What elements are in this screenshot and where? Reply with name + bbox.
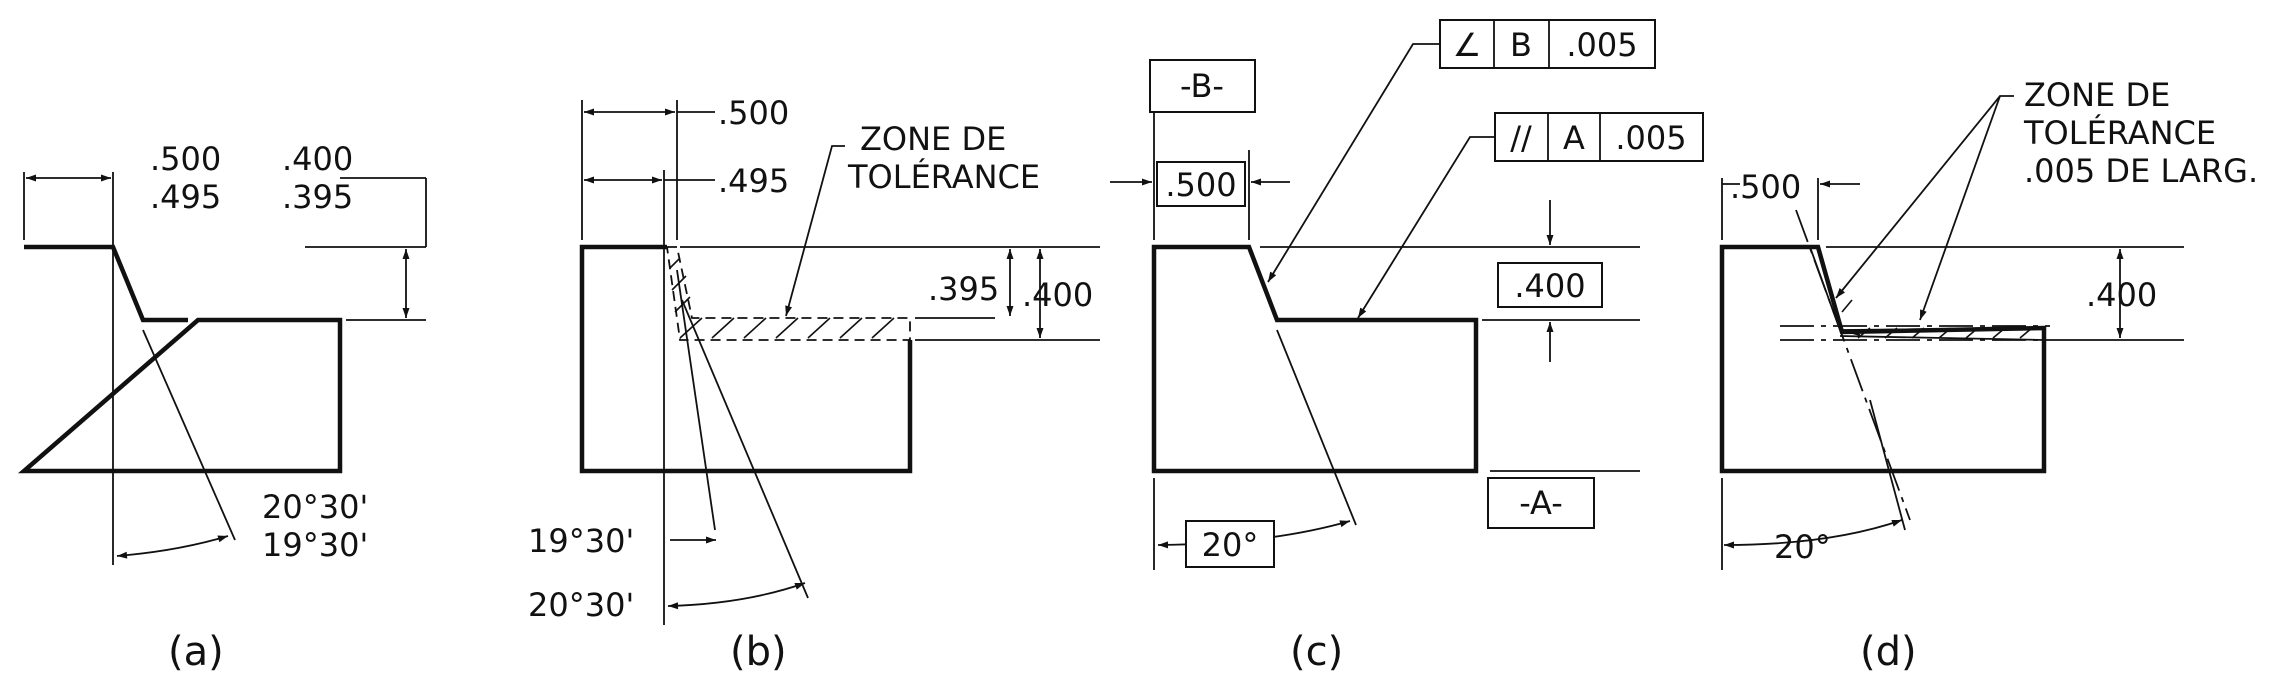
slope-extension-line: [1276, 329, 1357, 526]
zone-leader: [785, 145, 845, 317]
zone-label-line1: ZONE DE: [2024, 76, 2170, 114]
basic-angle-box: [1185, 520, 1275, 568]
tolerance-zone-hatching: [669, 257, 895, 339]
datum-a-label: -A-: [1519, 484, 1563, 522]
fcf-angularity-tolerance: .005: [1566, 26, 1637, 64]
panel-b: .500 .495 ZONE DE TOLÉRANCE .395 .400 19…: [528, 94, 1100, 675]
basic-width-box: [1156, 161, 1246, 207]
caption-a: (a): [168, 629, 224, 675]
angle-lower: 19°30': [262, 526, 368, 564]
zone-label-line3: .005 DE LARG.: [2024, 152, 2258, 190]
angle-max-arc: [667, 582, 806, 610]
part-outline-c: [1151, 244, 1479, 474]
dim-inner: .495: [718, 162, 789, 200]
fcf-angularity-datum: B: [1510, 26, 1532, 64]
part-outline-d: [1719, 244, 2047, 474]
caption-d: (d): [1860, 629, 1917, 675]
dim-width: .500: [1730, 168, 1801, 206]
angle-upper: 20°30': [262, 488, 368, 526]
fcf-parallelism: // A .005: [1494, 112, 1704, 162]
caption-c: (c): [1290, 629, 1343, 675]
part-outline-b: [579, 244, 913, 474]
angle-arc: [1723, 519, 1903, 549]
zone-leader: [1919, 95, 2001, 321]
basic-height: .400: [1514, 267, 1585, 305]
dim-width-lower: .495: [150, 178, 221, 216]
zone-label-line1: ZONE DE: [860, 120, 1006, 158]
zone-boundary: [1809, 246, 1861, 336]
dim-outer: .500: [718, 94, 789, 132]
center-line: [1795, 209, 1911, 521]
slope-extension-line: [142, 329, 236, 541]
slope-extension-line: [1869, 399, 1906, 531]
basic-width: .500: [1165, 166, 1236, 204]
fcf-parallelism-leader: [1357, 136, 1495, 319]
panel-d: .500 .400 20° ZONE DE TOLÉRANCE .005 DE …: [1719, 76, 2258, 675]
basic-height-box: [1497, 262, 1603, 308]
dim-height-lower: .395: [282, 178, 353, 216]
angle-max: 20°30': [528, 586, 634, 624]
zone-label-line2: TOLÉRANCE: [847, 158, 1040, 196]
angle-min: 19°30': [528, 522, 634, 560]
basic-angle: 20°: [1202, 526, 1259, 564]
fcf-angularity-symbol: ∠: [1453, 26, 1482, 64]
angle-arc: [116, 535, 229, 559]
dim-height-upper: .400: [282, 140, 353, 178]
dim-h-inner: .395: [928, 270, 999, 308]
caption-b: (b): [730, 629, 787, 675]
fcf-parallelism-symbol: //: [1510, 119, 1532, 157]
slope-extension-line: [681, 299, 809, 599]
panel-a: .500 .495 .400 .395 20°30' 19°30' (a): [17, 140, 427, 675]
datum-b-label: -B-: [1180, 67, 1224, 105]
dim-h-outer: .400: [1022, 276, 1093, 314]
fcf-angularity: ∠ B .005: [1439, 19, 1656, 69]
slope-extension-line: [676, 269, 716, 531]
tolerance-zone-outline: [665, 246, 911, 341]
dim-width-upper: .500: [150, 140, 221, 178]
fcf-parallelism-datum: A: [1563, 119, 1585, 157]
zone-leader: [1835, 95, 2014, 299]
part-outline-a: [17, 244, 343, 474]
dim-height: .400: [2086, 276, 2157, 314]
datum-a-frame: [1487, 477, 1595, 529]
fcf-parallelism-tolerance: .005: [1615, 119, 1686, 157]
angle: 20°: [1774, 528, 1831, 566]
zone-label-line2: TOLÉRANCE: [2023, 114, 2216, 152]
panel-c: -B- .500 ∠ B .005 // A .005: [1110, 19, 1704, 675]
fcf-angularity-leader: [1267, 43, 1440, 283]
datum-b-frame: [1149, 59, 1256, 113]
